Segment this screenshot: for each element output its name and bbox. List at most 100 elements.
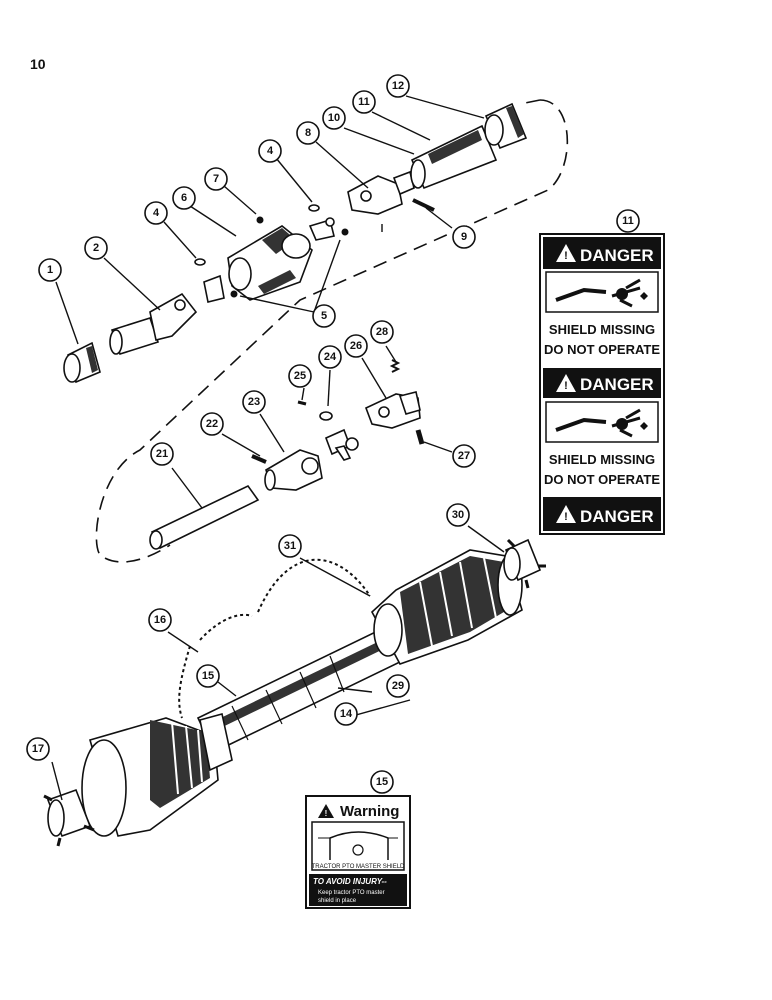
part-16-chain — [178, 645, 191, 719]
callout-14: 14 — [334, 702, 358, 726]
danger-line-2b: DO NOT OPERATE — [544, 472, 660, 487]
callout-23: 23 — [242, 390, 266, 414]
part-25-ring — [297, 400, 307, 406]
callout-5: 5 — [312, 304, 336, 328]
entanglement-pictogram-icon — [555, 278, 648, 308]
callout-21: 21 — [150, 442, 174, 466]
svg-text:!: ! — [564, 511, 568, 523]
callout-12: 12 — [386, 74, 410, 98]
part-1-collar — [63, 341, 101, 384]
svg-text:2: 2 — [93, 242, 99, 254]
callout-2: 2 — [84, 236, 108, 260]
warning-triangle-icon — [318, 804, 334, 818]
part-22-pin — [251, 454, 267, 464]
part-shield-cone-left — [81, 713, 233, 837]
svg-text:28: 28 — [376, 326, 388, 338]
warning-body-2: shield in place — [318, 898, 357, 904]
svg-text:11: 11 — [622, 215, 634, 227]
danger-header-3: DANGER — [580, 507, 654, 526]
hazard-triangle-icon — [556, 244, 576, 262]
svg-text:27: 27 — [458, 450, 470, 462]
part-12-bearing-ring — [484, 102, 528, 150]
callout-4: 4 — [144, 201, 168, 225]
svg-text:!: ! — [564, 380, 568, 392]
svg-text:21: 21 — [156, 448, 168, 460]
svg-text:31: 31 — [284, 540, 296, 552]
callout-26: 26 — [344, 334, 368, 358]
callout-7: 7 — [204, 167, 228, 191]
svg-text:4: 4 — [153, 207, 160, 219]
callout-29: 29 — [386, 674, 410, 698]
svg-text:15: 15 — [376, 776, 388, 788]
warning-decal: ! Warning TRACTOR PTO MASTER SHIELD TO A… — [305, 795, 411, 909]
warning-avoid-injury: TO AVOID INJURY-- — [313, 877, 387, 886]
warning-body-1: Keep tractor PTO master — [318, 890, 385, 896]
callout-27: 27 — [452, 444, 476, 468]
svg-text:6: 6 — [181, 192, 187, 204]
leader-lines — [51, 95, 505, 801]
svg-text:25: 25 — [294, 370, 306, 382]
warning-title: Warning — [340, 803, 399, 820]
callout-15: 15 — [196, 664, 220, 688]
callout-24: 24 — [318, 345, 342, 369]
danger-line-1a: SHIELD MISSING — [549, 322, 655, 337]
callout-22: 22 — [200, 412, 224, 436]
svg-text:!: ! — [325, 809, 328, 818]
svg-text:29: 29 — [392, 680, 404, 692]
part-14-outer-tube — [196, 624, 406, 754]
svg-text:12: 12 — [392, 80, 404, 92]
svg-text:30: 30 — [452, 509, 464, 521]
svg-text:16: 16 — [154, 614, 166, 626]
callout-11-decal: 11 — [616, 209, 640, 233]
svg-text:14: 14 — [340, 708, 353, 720]
svg-text:7: 7 — [213, 173, 219, 185]
part-21-inner-shaft — [149, 484, 260, 550]
part-17-bearing-collar — [43, 788, 95, 847]
part-27-pin — [415, 429, 425, 445]
svg-text:9: 9 — [461, 231, 467, 243]
part-8-yoke — [347, 170, 415, 215]
svg-text:5: 5 — [321, 310, 327, 322]
part-9-spring-pin — [412, 198, 435, 212]
part-7-grease-fitting — [256, 216, 264, 224]
part-31-chain — [257, 558, 371, 613]
svg-text:1: 1 — [47, 264, 53, 276]
part-26-yoke — [364, 391, 421, 429]
svg-text:22: 22 — [206, 418, 218, 430]
danger-header-1: DANGER — [580, 246, 654, 265]
callout-4: 4 — [258, 139, 282, 163]
part-6-cv-housing — [227, 225, 313, 301]
callout-10: 10 — [322, 106, 346, 130]
part-2-inner-yoke — [109, 292, 198, 355]
svg-text:!: ! — [564, 250, 568, 262]
callout-17: 17 — [26, 737, 50, 761]
part-4-cross-left — [194, 258, 238, 303]
svg-text:8: 8 — [305, 127, 311, 139]
callout-6: 6 — [172, 186, 196, 210]
svg-text:10: 10 — [328, 112, 340, 124]
svg-text:24: 24 — [324, 351, 337, 363]
callout-25: 25 — [288, 364, 312, 388]
svg-text:15: 15 — [202, 670, 214, 682]
part-23-yoke — [264, 449, 323, 491]
callout-30: 30 — [446, 503, 470, 527]
assembly-dashed-outline — [95, 99, 569, 563]
part-30-bearing-collar — [503, 538, 546, 589]
callout-11: 11 — [352, 90, 376, 114]
part-shield-cone-right — [371, 549, 523, 665]
hazard-triangle-icon — [556, 374, 576, 392]
callout-16: 16 — [148, 608, 172, 632]
callout-15-decal: 15 — [370, 770, 394, 794]
part-11-inner-tube — [410, 124, 498, 190]
callout-31: 31 — [278, 534, 302, 558]
hazard-triangle-icon — [556, 505, 576, 523]
svg-text:26: 26 — [350, 340, 362, 352]
page-number: 10 — [30, 56, 46, 72]
svg-text:11: 11 — [358, 96, 370, 108]
part-28-spring — [389, 359, 401, 373]
part-24-cross — [319, 411, 359, 461]
danger-line-1b: DO NOT OPERATE — [544, 342, 660, 357]
svg-text:4: 4 — [267, 145, 274, 157]
callout-8: 8 — [296, 121, 320, 145]
